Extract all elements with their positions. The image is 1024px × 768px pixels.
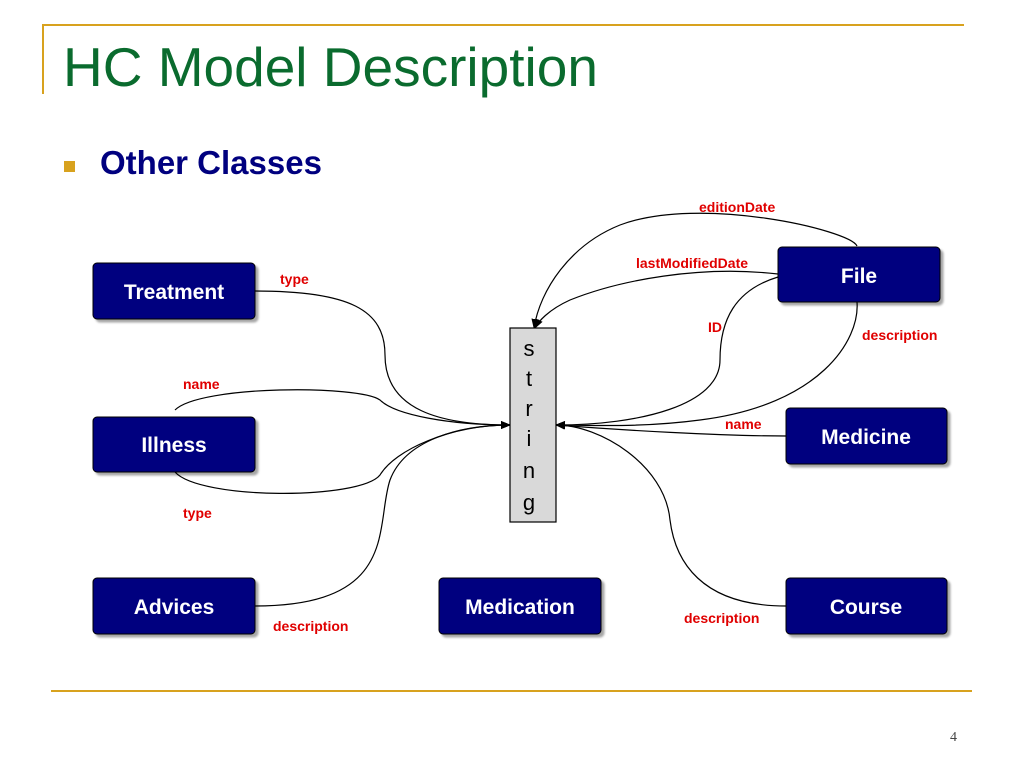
string-letter: i (527, 426, 532, 451)
class-node-medicine: Medicine (785, 407, 948, 465)
class-label: Advices (134, 596, 215, 619)
class-label: File (841, 265, 877, 288)
edge-label-treatment-type: type (280, 271, 309, 287)
page-number: 4 (950, 730, 957, 745)
class-label: Medication (465, 596, 575, 619)
edge-file-id (555, 276, 779, 429)
class-label: Course (830, 596, 902, 619)
edge-label-file-id: ID (708, 319, 722, 335)
edge-illness-name (174, 389, 511, 429)
string-letter: t (526, 366, 532, 391)
edge-advices-description (254, 421, 511, 607)
string-letter: g (523, 490, 535, 515)
edge-label-file-description: description (862, 327, 937, 343)
bullet-other-classes: Other Classes (100, 144, 322, 181)
edge-file-lastmodifieddate (534, 270, 779, 329)
edge-file-editiondate (531, 212, 858, 329)
bullet-square-icon (64, 161, 75, 172)
edge-course-description (555, 421, 787, 607)
edge-file-description (555, 301, 858, 430)
class-node-advices: Advices (92, 577, 256, 635)
left-rule (42, 24, 44, 94)
edge-medicine-name (555, 421, 787, 437)
class-node-treatment: Treatment (92, 262, 256, 320)
string-letter: r (525, 396, 532, 421)
edge-label-file-lastmodifieddate: lastModifiedDate (636, 255, 748, 271)
edge-label-illness-name: name (183, 376, 220, 392)
edge-label-illness-type: type (183, 505, 212, 521)
edge-treatment-type (254, 290, 511, 429)
slide-title: HC Model Description (63, 36, 598, 98)
bottom-rule (51, 690, 972, 692)
edge-label-file-editiondate: editionDate (699, 199, 775, 215)
class-label: Illness (141, 434, 206, 457)
class-label: Medicine (821, 426, 911, 449)
class-node-illness: Illness (92, 416, 256, 473)
edge-label-advices-description: description (273, 618, 348, 634)
string-node: s t r i n g (509, 327, 557, 523)
class-node-file: File (777, 246, 941, 303)
string-letter: s (524, 336, 535, 361)
top-rule (42, 24, 964, 26)
class-node-course: Course (785, 577, 948, 635)
string-letter: n (523, 458, 535, 483)
edge-label-course-description: description (684, 610, 759, 626)
class-node-medication: Medication (438, 577, 602, 635)
edge-label-medicine-name: name (725, 416, 762, 432)
class-label: Treatment (124, 281, 224, 304)
